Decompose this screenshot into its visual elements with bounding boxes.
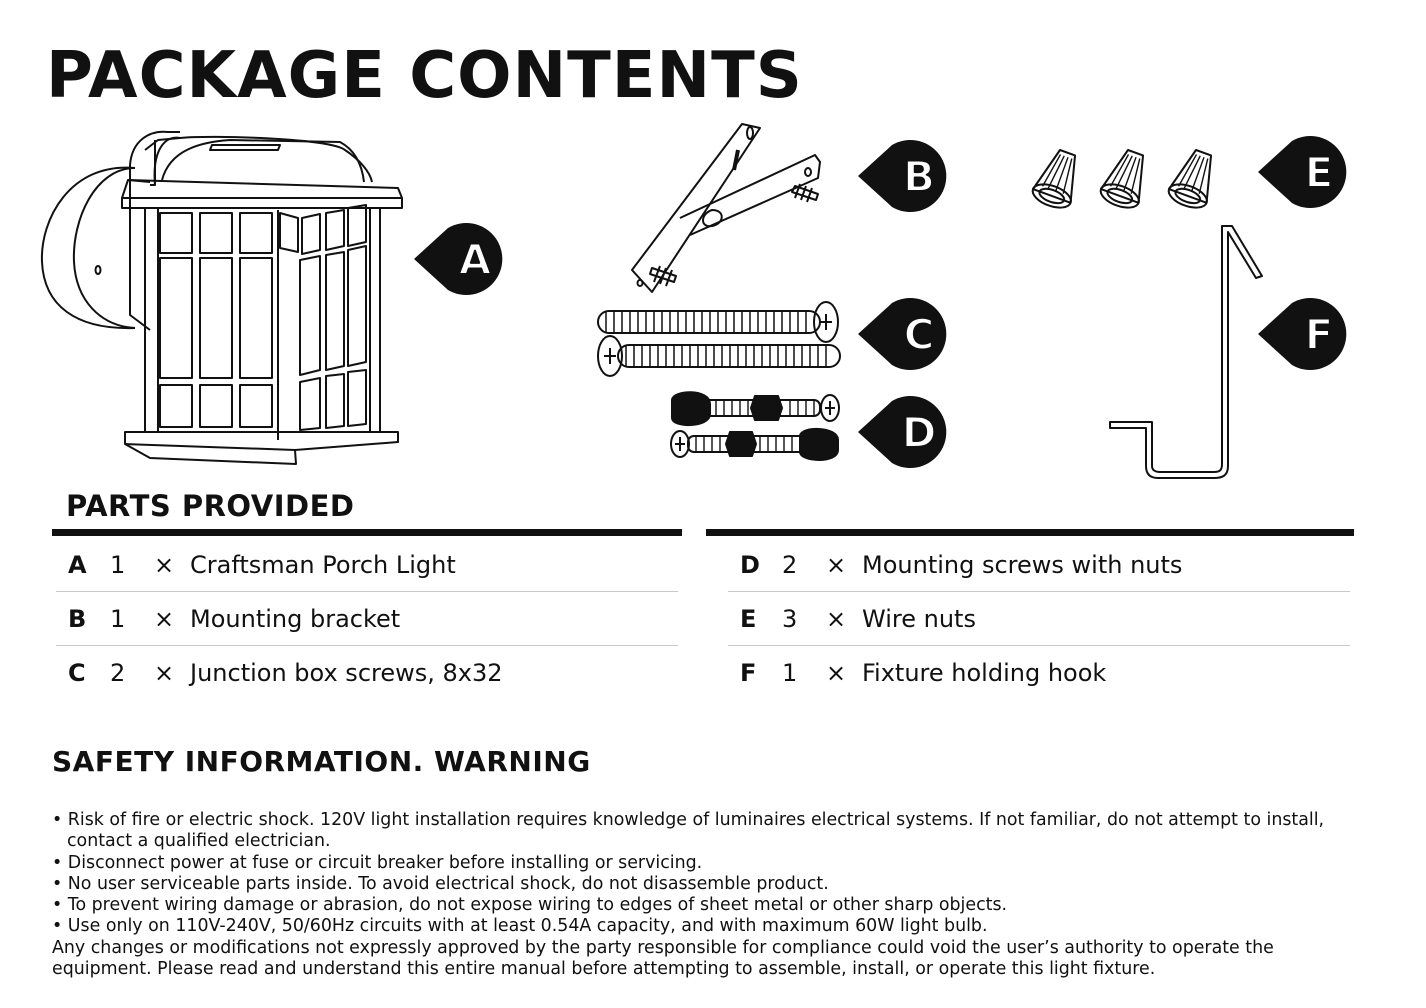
part-qty: 1 bbox=[110, 550, 126, 579]
tag-f-label: F bbox=[1305, 310, 1334, 359]
part-times: × bbox=[826, 604, 847, 633]
parts-row: E 3 × Wire nuts bbox=[728, 592, 1350, 646]
tag-b-label: B bbox=[903, 152, 935, 201]
tag-c-label: C bbox=[904, 310, 935, 359]
mounting-bracket-drawing bbox=[631, 123, 821, 293]
safety-list: Risk of fire or electric shock. 120V lig… bbox=[52, 810, 1362, 938]
parts-table-left: A 1 × Craftsman Porch Light B 1 × Mounti… bbox=[56, 538, 678, 699]
tag-f: F bbox=[1258, 298, 1347, 370]
part-letter: C bbox=[68, 658, 86, 687]
part-times: × bbox=[154, 604, 175, 633]
parts-heading: PARTS PROVIDED bbox=[66, 489, 355, 523]
safety-item: Disconnect power at fuse or circuit brea… bbox=[52, 853, 1362, 874]
part-qty: 2 bbox=[110, 658, 126, 687]
wire-nuts-drawing bbox=[1031, 149, 1213, 209]
safety-heading: SAFETY INFORMATION. WARNING bbox=[52, 745, 591, 778]
safety-item: To prevent wiring damage or abrasion, do… bbox=[52, 895, 1362, 916]
divider-rule bbox=[52, 529, 682, 536]
closing-paragraph: Any changes or modifications not express… bbox=[52, 938, 1274, 980]
tag-d-label: D bbox=[902, 408, 937, 457]
page-title: PACKAGE CONTENTS bbox=[46, 39, 803, 113]
tag-b: B bbox=[858, 139, 947, 212]
part-letter: A bbox=[68, 550, 87, 579]
tag-d: D bbox=[858, 396, 947, 468]
junction-screws-drawing bbox=[597, 301, 841, 377]
part-letter: F bbox=[740, 658, 757, 687]
tag-c: C bbox=[858, 298, 947, 371]
part-name: Mounting bracket bbox=[190, 604, 401, 633]
tag-e: E bbox=[1258, 136, 1347, 208]
part-qty: 1 bbox=[782, 658, 798, 687]
part-name: Fixture holding hook bbox=[862, 658, 1107, 687]
part-qty: 3 bbox=[782, 604, 798, 633]
parts-row: A 1 × Craftsman Porch Light bbox=[56, 538, 678, 592]
part-name: Junction box screws, 8x32 bbox=[190, 658, 503, 687]
parts-table-right: D 2 × Mounting screws with nuts E 3 × Wi… bbox=[728, 538, 1350, 699]
part-name: Mounting screws with nuts bbox=[862, 550, 1183, 579]
tag-e-label: E bbox=[1305, 148, 1334, 197]
parts-illustration: A B C D E F bbox=[40, 123, 1347, 479]
porch-light-drawing bbox=[40, 130, 403, 465]
part-times: × bbox=[826, 550, 847, 579]
part-qty: 1 bbox=[110, 604, 126, 633]
tag-a-label: A bbox=[459, 235, 492, 284]
parts-row: F 1 × Fixture holding hook bbox=[728, 646, 1350, 699]
part-letter: E bbox=[740, 604, 757, 633]
parts-row: D 2 × Mounting screws with nuts bbox=[728, 538, 1350, 592]
safety-item: Risk of fire or electric shock. 120V lig… bbox=[52, 810, 1362, 853]
part-times: × bbox=[826, 658, 847, 687]
safety-item: No user serviceable parts inside. To avo… bbox=[52, 874, 1362, 895]
tag-a: A bbox=[414, 223, 503, 296]
part-times: × bbox=[154, 550, 175, 579]
part-letter: D bbox=[740, 550, 760, 579]
part-name: Wire nuts bbox=[862, 604, 976, 633]
mounting-screws-drawing bbox=[670, 391, 840, 461]
part-letter: B bbox=[68, 604, 87, 633]
parts-row: B 1 × Mounting bracket bbox=[56, 592, 678, 646]
part-times: × bbox=[154, 658, 175, 687]
holding-hook-drawing bbox=[1109, 225, 1263, 479]
part-qty: 2 bbox=[782, 550, 798, 579]
parts-row: C 2 × Junction box screws, 8x32 bbox=[56, 646, 678, 699]
divider-rule bbox=[706, 529, 1354, 536]
safety-item: Use only on 110V-240V, 50/60Hz circuits … bbox=[52, 916, 1362, 937]
part-name: Craftsman Porch Light bbox=[190, 550, 456, 579]
